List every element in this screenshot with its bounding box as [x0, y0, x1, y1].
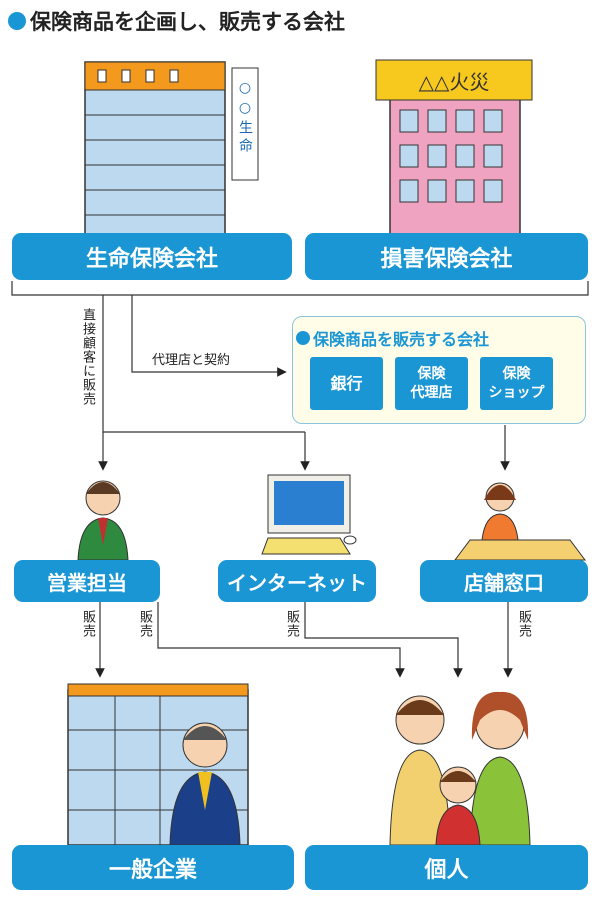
- seller-insurance-shop: 保険ショップ: [480, 357, 553, 410]
- channel-internet: インターネット: [218, 560, 376, 602]
- shop-clerk-illustration: [454, 482, 586, 561]
- seller-insurance-agency: 保険代理店: [395, 357, 468, 410]
- sales-label: 販売: [284, 610, 299, 638]
- agency-contract-label: 代理店と契約: [152, 353, 231, 368]
- family-illustration: [389, 691, 531, 846]
- channel-store-counter: 店舗窓口: [420, 560, 588, 602]
- direct-sales-label: 直接顧客に販売: [80, 308, 95, 406]
- company-building-illustration: [67, 683, 249, 846]
- sales-representative-illustration: [77, 480, 129, 561]
- channel-sales-rep: 営業担当: [14, 560, 160, 602]
- life-insurance-company-box: 生命保険会社: [12, 233, 292, 280]
- page-title: 保険商品を企画し、販売する会社: [8, 6, 345, 36]
- customer-company-box: 一般企業: [12, 845, 294, 890]
- nonlife-insurance-sign: △△火災: [418, 70, 490, 94]
- computer-illustration: [261, 474, 357, 555]
- bullet-icon: [296, 331, 310, 345]
- sales-label: 販売: [80, 610, 95, 638]
- nonlife-insurance-company-box: 損害保険会社: [305, 233, 588, 280]
- customer-individual-box: 個人: [305, 845, 588, 890]
- life-insurance-building-illustration: [84, 61, 259, 238]
- life-insurance-sign: ○○生命: [237, 80, 253, 156]
- seller-bank: 銀行: [310, 357, 383, 410]
- sales-label: 販売: [137, 610, 152, 638]
- bullet-icon: [8, 12, 26, 30]
- sales-label: 販売: [516, 610, 531, 638]
- nonlife-insurance-building-illustration: [375, 59, 533, 239]
- sellers-panel-title: 保険商品を販売する会社: [296, 326, 489, 350]
